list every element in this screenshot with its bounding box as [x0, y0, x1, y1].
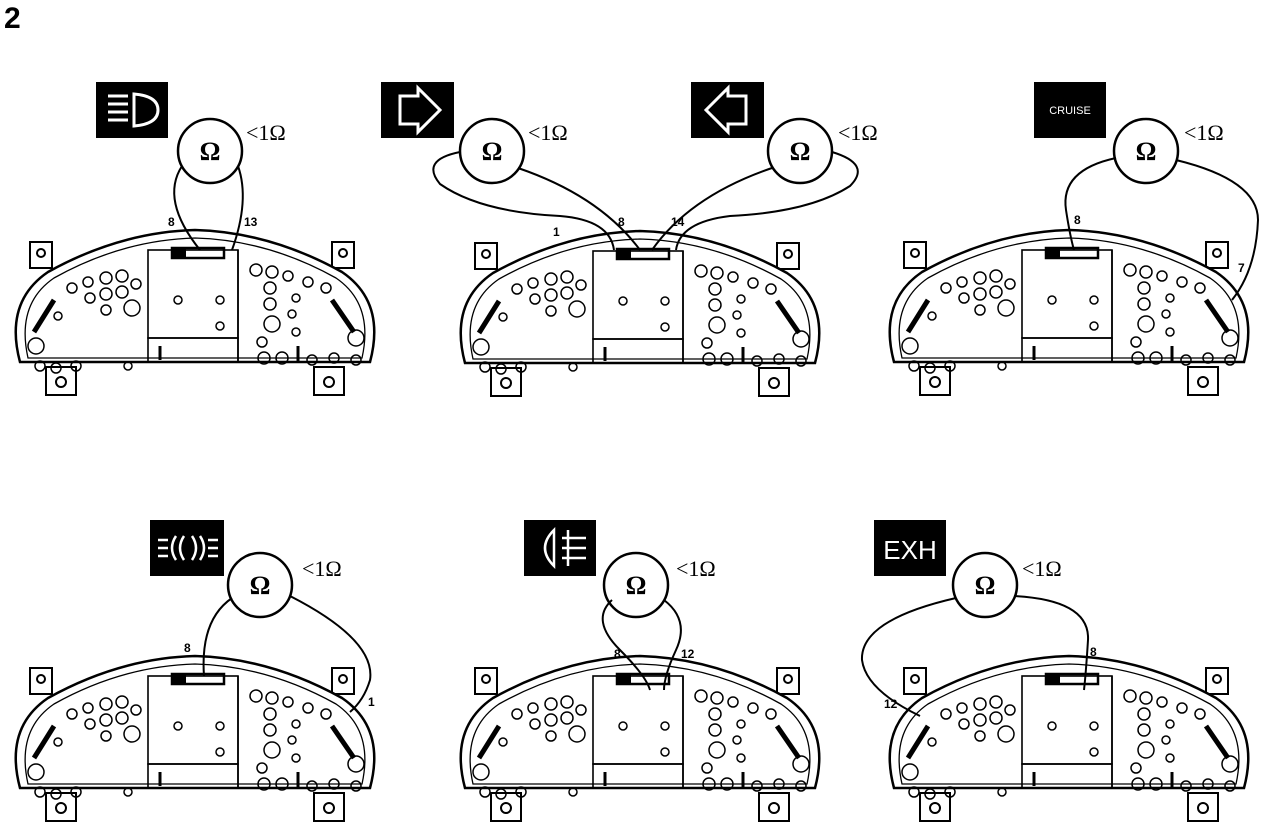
ohm-symbol: Ω — [790, 137, 811, 166]
panel-4: Ω <1Ω 8 1 — [16, 520, 375, 821]
pin-label: 12 — [884, 697, 898, 711]
ohm-symbol: Ω — [975, 571, 996, 600]
pin-label: 8 — [618, 215, 625, 229]
panel-1: Ω <1Ω 8 13 — [16, 82, 375, 395]
exhaust-warning-icon — [874, 520, 946, 576]
pin-label: 12 — [681, 647, 695, 661]
pin-label: 8 — [1090, 645, 1097, 659]
pin-label: 8 — [184, 641, 191, 655]
ohmmeter — [226, 551, 294, 619]
ohm-symbol: Ω — [626, 571, 647, 600]
pin-label: 1 — [553, 225, 560, 239]
pin-label: 7 — [1238, 261, 1245, 275]
ohmmeter — [766, 117, 834, 185]
resistance-spec: <1Ω — [1184, 120, 1224, 145]
ohmmeter — [458, 117, 526, 185]
ohm-symbol: Ω — [250, 571, 271, 600]
resistance-spec: <1Ω — [302, 556, 342, 581]
resistance-spec: <1Ω — [246, 120, 286, 145]
ohm-symbol: Ω — [482, 137, 503, 166]
cruise-icon-text: CRUISE — [1049, 105, 1091, 117]
ohm-symbol: Ω — [200, 137, 221, 166]
figure-number: 2 — [4, 2, 21, 35]
ohmmeter — [602, 551, 670, 619]
panel-3: CRUISE Ω <1Ω 8 7 — [890, 82, 1260, 395]
resistance-spec: <1Ω — [528, 120, 568, 145]
ohmmeter — [1112, 117, 1180, 185]
panel-5: Ω <1Ω 8 12 — [461, 520, 820, 821]
exh-icon-text: EXH — [883, 535, 936, 565]
headlight-high-beam-icon — [96, 82, 168, 138]
ohmmeter — [176, 117, 244, 185]
pin-label: 8 — [1074, 213, 1081, 227]
resistance-spec: <1Ω — [1022, 556, 1062, 581]
pin-label: 13 — [244, 215, 258, 229]
cruise-indicator-icon — [1034, 82, 1106, 138]
ohmmeter — [951, 551, 1019, 619]
pin-label: 1 — [368, 695, 375, 709]
pin-label: 14 — [671, 215, 685, 229]
resistance-spec: <1Ω — [838, 120, 878, 145]
ohm-symbol: Ω — [1136, 137, 1157, 166]
pin-label: 8 — [614, 647, 621, 661]
panel-6: EXH Ω <1Ω 12 8 — [860, 520, 1248, 821]
pin-label: 8 — [168, 215, 175, 229]
panel-2: Ω <1Ω Ω <1Ω 1 8 14 — [381, 82, 878, 396]
resistance-spec: <1Ω — [676, 556, 716, 581]
